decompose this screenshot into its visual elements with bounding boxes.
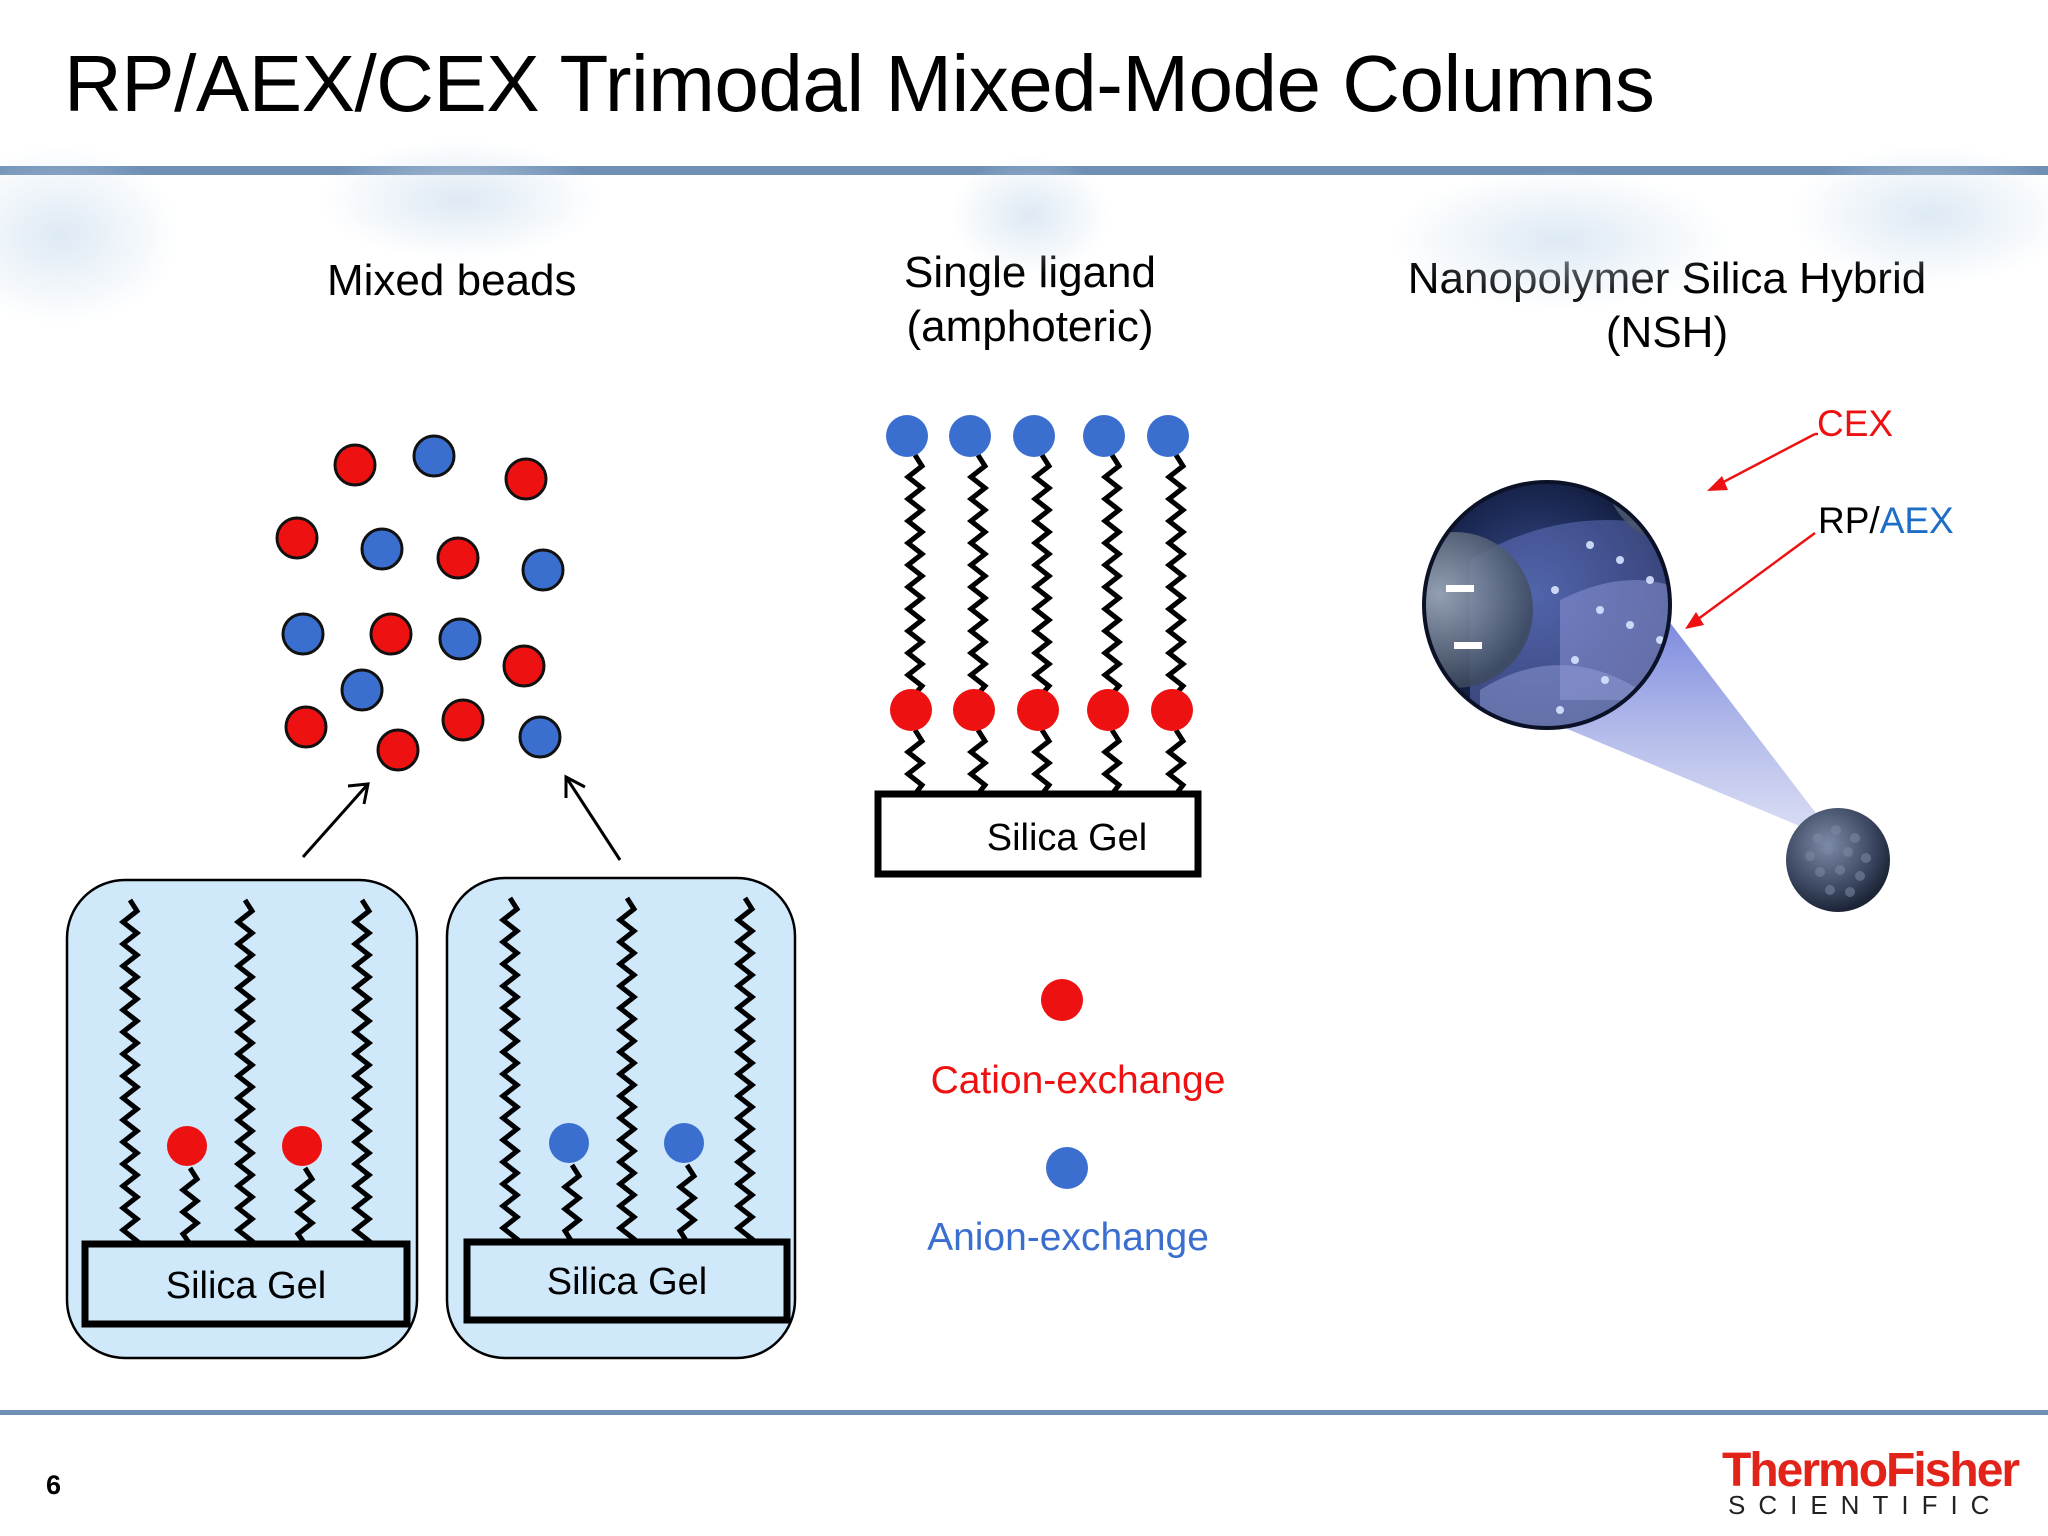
footer-divider bbox=[0, 1410, 2048, 1415]
alkyl-chain bbox=[1100, 453, 1124, 696]
alkyl-chain bbox=[498, 896, 522, 1245]
alkyl-chain bbox=[1030, 728, 1054, 796]
background-decoration bbox=[0, 140, 2048, 325]
cation-bead bbox=[333, 443, 377, 487]
anion-ligand bbox=[664, 1123, 704, 1163]
brand-logo-wordmark: ThermoFisher bbox=[1722, 1444, 2020, 1497]
nsh-illustration: CEX RP/AEX bbox=[1422, 403, 1954, 912]
aex-label: AEX bbox=[1880, 500, 1954, 541]
silica-sphere-right bbox=[1605, 482, 1670, 545]
alkyl-chain bbox=[1100, 728, 1124, 796]
single-ligand-heading: Single ligand (amphoteric) bbox=[880, 246, 1180, 354]
alkyl-chain bbox=[178, 1166, 202, 1246]
cation-bead bbox=[275, 516, 319, 560]
rp-label: RP/ bbox=[1818, 500, 1880, 541]
panel-arrows bbox=[301, 774, 622, 861]
cation-site bbox=[1087, 689, 1129, 731]
silica-sphere-left bbox=[1424, 532, 1533, 688]
alkyl-chain bbox=[560, 1163, 584, 1244]
alkyl-chain bbox=[733, 896, 757, 1245]
minus-mark bbox=[1446, 585, 1474, 592]
cation-bead bbox=[436, 536, 480, 580]
alkyl-chain bbox=[118, 898, 142, 1247]
cation-site bbox=[953, 689, 995, 731]
anion-head bbox=[1083, 415, 1125, 457]
mixed-beads-title: Mixed beads bbox=[327, 256, 577, 305]
alkyl-chain bbox=[1030, 453, 1054, 696]
cation-site bbox=[890, 689, 932, 731]
cation-bead bbox=[369, 612, 413, 656]
free-beads bbox=[275, 434, 565, 772]
cation-bead bbox=[284, 705, 328, 749]
alkyl-chain bbox=[1164, 453, 1188, 696]
alkyl-chain bbox=[903, 453, 927, 696]
cex-silica-block bbox=[81, 1240, 411, 1328]
anion-head bbox=[1147, 415, 1189, 457]
anion-bead bbox=[412, 434, 456, 478]
alkyl-chain bbox=[966, 728, 990, 796]
cex-panel-chains bbox=[118, 898, 374, 1247]
aex-silica-block bbox=[463, 1238, 791, 1324]
alkyl-chain bbox=[1164, 728, 1188, 796]
cation-site bbox=[1151, 689, 1193, 731]
cation-ligand bbox=[167, 1126, 207, 1166]
amphoteric-silica-block bbox=[874, 790, 1202, 878]
minus-mark bbox=[1648, 466, 1674, 473]
alkyl-chain bbox=[350, 898, 374, 1247]
rp-aex-pointer bbox=[1689, 531, 1816, 627]
mixed-beads-heading: Mixed beads bbox=[327, 254, 576, 308]
amphoteric-chains bbox=[886, 415, 1193, 796]
page-number: 6 bbox=[46, 1470, 62, 1500]
anion-ligand bbox=[549, 1123, 589, 1163]
cex-silica-label: Silica Gel bbox=[166, 1265, 327, 1307]
arrow-right bbox=[564, 776, 622, 861]
anion-head bbox=[886, 415, 928, 457]
nsh-title-line2: (NSH) bbox=[1605, 308, 1729, 357]
cex-pointer bbox=[1711, 432, 1816, 490]
alkyl-chain bbox=[615, 896, 639, 1245]
alkyl-chain bbox=[293, 1166, 317, 1246]
slide-title: RP/AEX/CEX Trimodal Mixed-Mode Columns bbox=[64, 39, 1655, 128]
anion-bead bbox=[438, 617, 482, 661]
minus-mark bbox=[1454, 642, 1482, 649]
legend-cation-label: Cation-exchange bbox=[931, 1059, 1226, 1102]
nsh-particle-texture bbox=[1805, 825, 1871, 897]
anion-bead bbox=[281, 612, 325, 656]
anion-bead bbox=[518, 715, 562, 759]
cation-ligand bbox=[282, 1126, 322, 1166]
legend-cation-dot bbox=[1041, 979, 1083, 1021]
legend-anion-label: Anion-exchange bbox=[927, 1216, 1209, 1259]
legend-anion-dot bbox=[1046, 1147, 1088, 1189]
cation-site bbox=[1017, 689, 1059, 731]
single-ligand-title-line2: (amphoteric) bbox=[906, 302, 1154, 351]
cex-label: CEX bbox=[1817, 403, 1893, 444]
nsh-particle bbox=[1786, 808, 1890, 912]
aex-panel-chains bbox=[498, 896, 757, 1245]
amphoteric-silica-label: Silica Gel bbox=[987, 817, 1148, 859]
cation-bead bbox=[504, 457, 548, 501]
cation-bead bbox=[376, 728, 420, 772]
anion-bead bbox=[340, 668, 384, 712]
brand-logo-subtitle: SCIENTIFIC bbox=[1728, 1490, 2003, 1520]
alkyl-chain bbox=[675, 1163, 699, 1244]
alkyl-chain bbox=[903, 728, 927, 796]
cation-bead bbox=[441, 698, 485, 742]
anion-head bbox=[949, 415, 991, 457]
alkyl-chain bbox=[966, 453, 990, 696]
anion-bead bbox=[521, 548, 565, 592]
anion-bead bbox=[360, 527, 404, 571]
cation-bead bbox=[502, 644, 546, 688]
negative-charge-marks bbox=[1446, 466, 1674, 649]
anion-head bbox=[1013, 415, 1055, 457]
aex-silica-label: Silica Gel bbox=[547, 1261, 708, 1303]
alkyl-chain bbox=[233, 898, 257, 1247]
arrow-left bbox=[301, 783, 370, 858]
rp-aex-label: RP/AEX bbox=[1818, 500, 1954, 541]
